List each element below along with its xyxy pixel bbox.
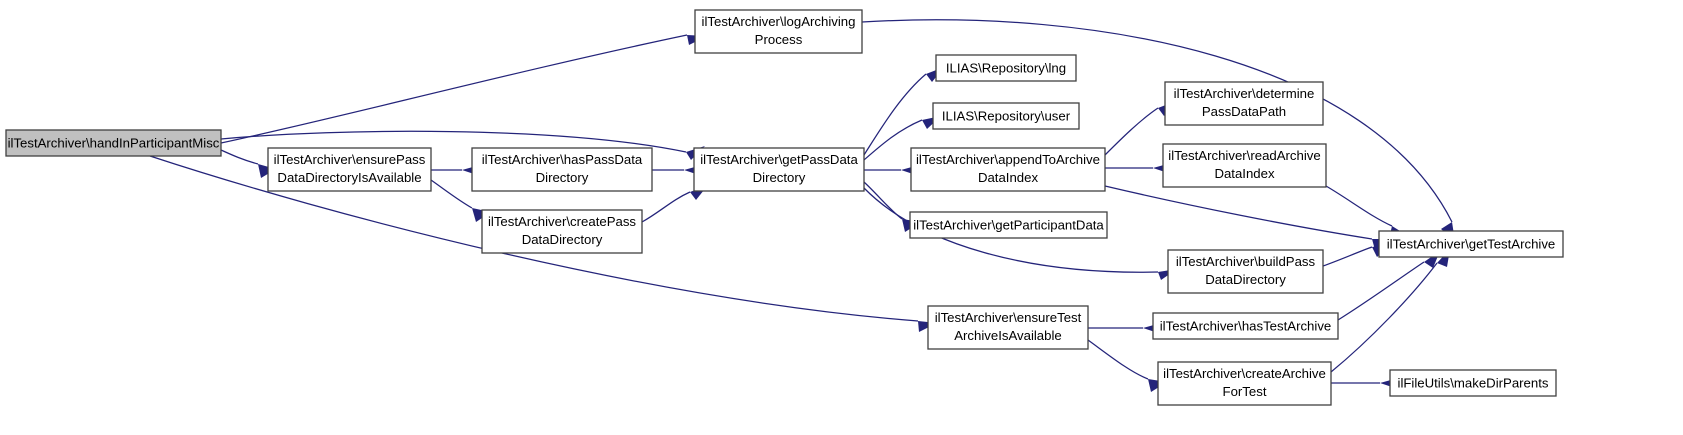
node-box[interactable] (694, 9, 863, 54)
node-box[interactable] (1162, 143, 1327, 188)
node-box[interactable] (1389, 369, 1557, 397)
edge-ensureTestArchiveIsAvailable-to-hasTestArchive (1088, 323, 1161, 334)
node-box[interactable] (267, 147, 432, 192)
node-box[interactable] (932, 102, 1080, 130)
node-repositoryUser[interactable]: ILIAS\Repository\user (932, 102, 1080, 130)
node-hasTestArchive[interactable]: ilTestArchiver\hasTestArchive (1152, 312, 1339, 340)
edge-createArchiveForTest-to-getTestArchive (1330, 249, 1450, 373)
nodes-layer: ilTestArchiver\handInParticipantMisc ilTe… (5, 9, 1564, 406)
node-getParticipantData[interactable]: ilTestArchiver\getParticipantData (909, 211, 1108, 239)
node-box[interactable] (481, 209, 643, 254)
node-box[interactable] (1167, 249, 1324, 294)
edge-appendToArchiveDataIndex-to-readArchiveDataIndex (1105, 163, 1171, 174)
node-box[interactable] (1152, 312, 1339, 340)
node-box[interactable] (910, 147, 1106, 192)
edge-getPassDataDirectory-to-repositoryLng (863, 67, 944, 156)
node-box[interactable] (927, 305, 1089, 350)
node-getTestArchive[interactable]: ilTestArchiver\getTestArchive (1378, 230, 1564, 258)
node-box[interactable] (471, 147, 653, 192)
edge-logArchivingProcess-to-getTestArchive (861, 19, 1455, 241)
node-ensurePassDataDirectoryIsAvailable[interactable]: ilTestArchiver\ensurePassDataDirectoryIs… (267, 147, 432, 192)
edge-createArchiveForTest-to-makeDirParents (1331, 378, 1398, 389)
edge-appendToArchiveDataIndex-to-getTestArchive (1104, 185, 1391, 250)
node-box[interactable] (693, 147, 865, 192)
node-repositoryLng[interactable]: ILIAS\Repository\lng (935, 54, 1077, 82)
node-handInParticipantMisc[interactable]: ilTestArchiver\handInParticipantMisc (5, 129, 222, 157)
node-ensureTestArchiveIsAvailable[interactable]: ilTestArchiver\ensureTestArchiveIsAvaila… (927, 305, 1089, 350)
arrow-head-icon (258, 164, 276, 178)
node-box[interactable] (1157, 361, 1332, 406)
edge-hasTestArchive-to-getTestArchive (1337, 251, 1440, 321)
edge-ensureTestArchiveIsAvailable-to-createArchiveForTest (1087, 339, 1167, 392)
edge-handInParticipantMisc-to-ensurePassDataDirectoryIsAvailable (220, 149, 276, 178)
node-box[interactable] (935, 54, 1077, 82)
node-box[interactable] (1164, 81, 1324, 126)
node-box[interactable] (909, 211, 1108, 239)
node-box[interactable] (1378, 230, 1564, 258)
edge-handInParticipantMisc-to-logArchivingProcess (220, 34, 707, 144)
node-makeDirParents[interactable]: ilFileUtils\makeDirParents (1389, 369, 1557, 397)
node-box[interactable] (5, 129, 222, 157)
